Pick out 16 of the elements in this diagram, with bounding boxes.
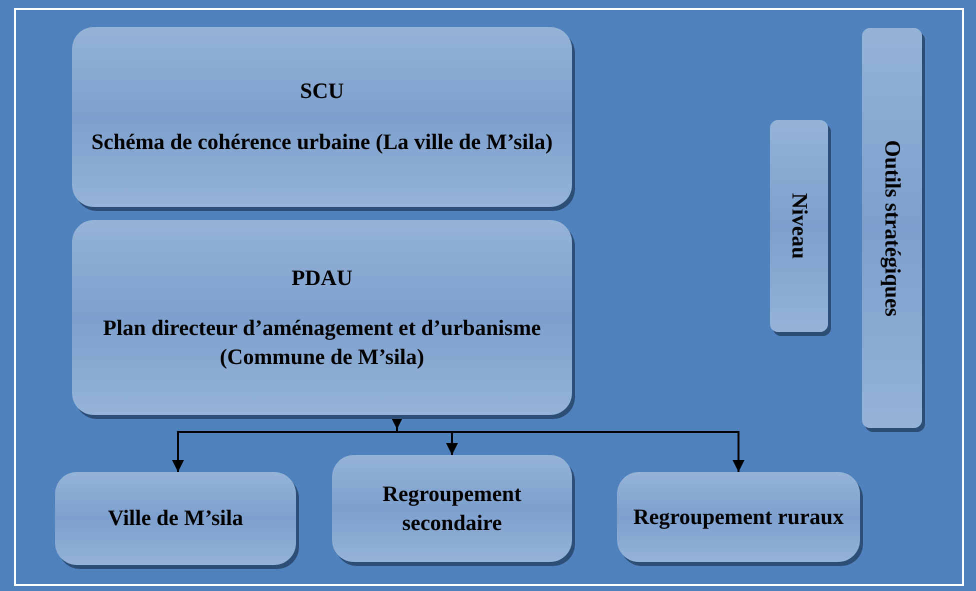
box-text: Schéma de cohérence urbaine (La ville de M’sila) (91, 128, 553, 156)
box-text: Niveau (786, 193, 814, 259)
box-heading: PDAU (291, 264, 353, 292)
label-box (770, 120, 828, 332)
box-text: Ville de M’sila (108, 504, 244, 532)
box-text: Plan directeur d’aménagement et d’urbanisme (Commune de M’sila) (102, 314, 542, 371)
process-box (72, 27, 572, 207)
box-text: Regroupement secondaire (382, 480, 522, 536)
box-heading: SCU (300, 77, 344, 106)
process-box (55, 472, 296, 565)
process-box (332, 455, 572, 562)
box-text: Outils stratégiques (879, 140, 906, 316)
box-text: Regroupement ruraux (633, 502, 844, 531)
label-box (862, 28, 922, 428)
process-box (72, 220, 572, 415)
process-box (617, 472, 860, 562)
